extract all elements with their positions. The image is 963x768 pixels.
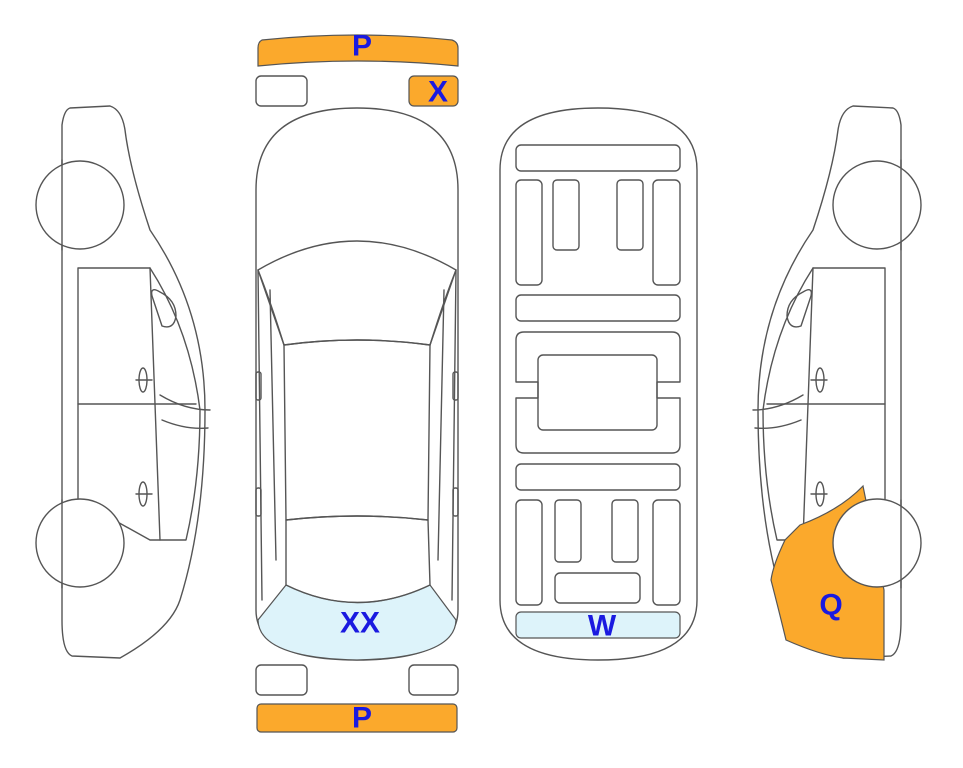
underbody-front-left-inner [552,179,580,251]
top-view-left-mirror-front [255,371,262,401]
left-side-pillar [149,267,161,541]
left-side-mirror [150,289,177,328]
left-side-view [35,105,211,659]
rear-right-light [408,664,459,696]
front-left-light [255,75,308,107]
right-side-front-handle [810,367,828,393]
rear-windshield-label: XX [340,607,380,640]
underbody-front-left-rail [515,179,543,286]
top-view-right-pillar [429,269,457,601]
top-view-left-pillar [257,269,285,601]
top-view-rear-glass-top [285,515,431,604]
front-bumper-damage [257,34,459,67]
underbody-rear-right-rail [652,499,681,606]
underbody-rear-panel-damage [515,611,681,639]
front-right-light-label: X [428,76,448,109]
right-side-pillar [802,267,814,541]
rear-left-light [255,664,308,696]
top-view-windshield [257,240,457,346]
underbody-rear-left-inner [554,499,582,563]
underbody-center-frame [515,331,681,454]
top-view-right-mirror-rear [452,487,459,517]
right-side-mirror [786,289,813,328]
left-side-front-wheel [35,160,125,250]
left-side-inner-curve [159,394,211,430]
top-view-left-mirror-rear [255,487,262,517]
underbody-rear-tank [554,572,641,604]
right-side-inner-curve [752,394,804,430]
underbody-rear-panel-label: W [588,610,617,643]
underbody-crossmember-1 [515,294,681,322]
left-side-rear-handle [135,481,153,507]
underbody-crossmember-2 [515,463,681,491]
top-view-right-mirror-front [452,371,459,401]
right-side-rear-handle [810,481,828,507]
underbody-center-panel [537,354,658,431]
right-side-front-wheel [832,160,922,250]
rear-bumper-damage [256,703,458,733]
right-side-body-outline [757,105,902,659]
right-rear-quarter-label: Q [819,589,842,622]
underbody-front-bar [515,144,681,172]
underbody-outline [499,107,698,661]
front-bumper-label: P [352,30,372,63]
right-side-rear-wheel [832,498,922,588]
underbody-front-right-inner [616,179,644,251]
front-right-light-damage [408,75,459,107]
left-side-rear-wheel [35,498,125,588]
underbody-view: W [499,107,698,661]
right-side-view: Q [752,105,922,661]
underbody-rear-left-rail [515,499,543,606]
underbody-front-right-rail [652,179,681,286]
rear-bumper-label: P [352,702,372,735]
underbody-rear-right-inner [611,499,639,563]
top-view-roof [283,339,431,521]
left-side-body-outline [61,105,206,659]
top-view: P X XX P [255,30,459,735]
left-side-front-handle [135,367,153,393]
